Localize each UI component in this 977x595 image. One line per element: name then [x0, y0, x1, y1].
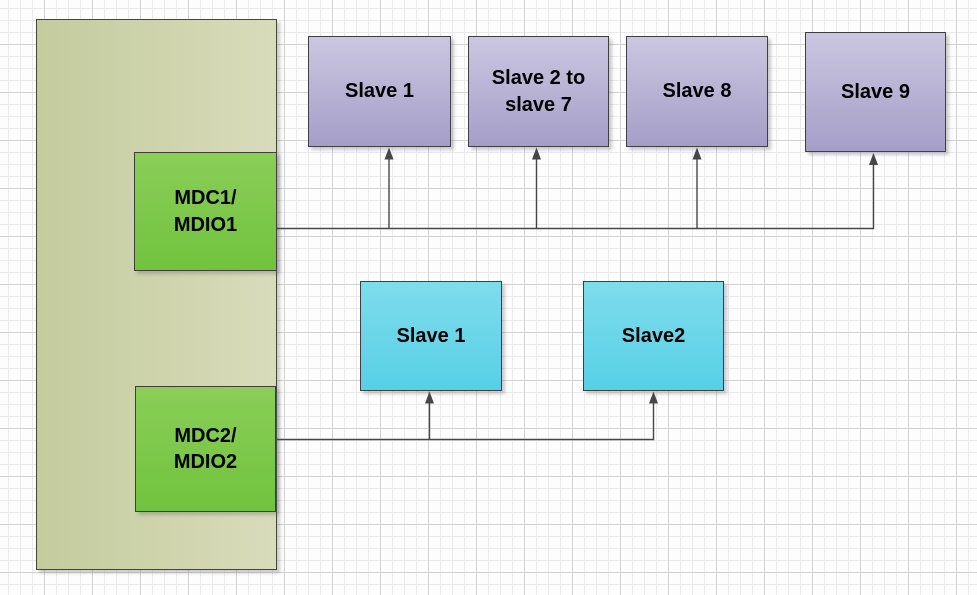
- mdio1-port-label: MDC1/ MDIO1: [173, 187, 238, 236]
- bus2-slave1-label: Slave 1: [396, 324, 466, 347]
- bus1-slave8-arrowhead-icon: [692, 147, 702, 160]
- bus2-slave2-label: Slave2: [621, 324, 686, 347]
- bus2-slave1-block: Slave 1: [360, 281, 502, 391]
- mdio2-port-block: MDC2/ MDIO2: [135, 386, 276, 512]
- bus1-slave1-block: Slave 1: [308, 36, 451, 147]
- bus1-slave1-label: Slave 1: [345, 80, 414, 103]
- mdio1-port-block: MDC1/ MDIO1: [134, 152, 277, 271]
- bus1-slave9-block: Slave 9: [805, 32, 946, 152]
- bus1-connector-line: [277, 162, 875, 230]
- bus1-slave2to7-arrowhead-icon: [532, 147, 541, 160]
- bus2-slave1-arrowhead-icon: [425, 391, 434, 404]
- bus1-slave1-arrowhead-icon: [384, 147, 394, 160]
- bus1-slave8-label: Slave 8: [662, 80, 732, 103]
- bus1-slave9-arrowhead-icon: [869, 153, 878, 165]
- mdio2-port-label: MDC2/ MDIO2: [173, 424, 238, 473]
- bus2-slave2-block: Slave2: [583, 281, 724, 391]
- bus1-slave8-block: Slave 8: [626, 36, 768, 147]
- bus1-slave2to7-block: Slave 2 to slave 7: [468, 36, 609, 147]
- bus2-slave2-arrowhead-icon: [649, 391, 658, 404]
- bus2-connector-line: [276, 402, 655, 441]
- bus1-slave2to7-label: Slave 2 to slave 7: [491, 67, 586, 116]
- bus1-slave9-label: Slave 9: [841, 80, 910, 103]
